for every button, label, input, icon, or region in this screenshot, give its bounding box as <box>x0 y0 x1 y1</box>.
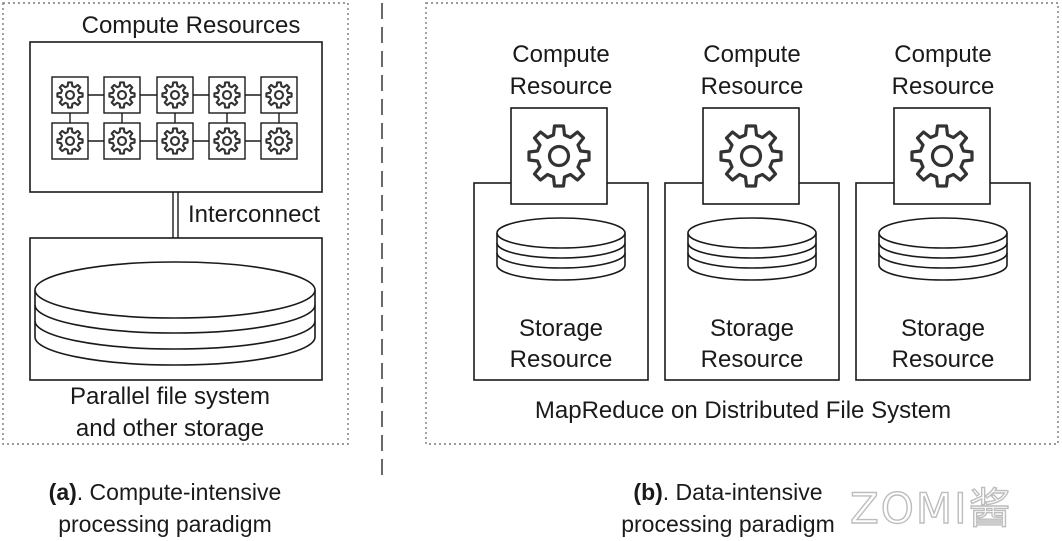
compute-node <box>260 122 298 160</box>
compute-resource-label: Compute <box>894 41 991 68</box>
compute-resource-label: Resource <box>701 73 804 100</box>
system-label: MapReduce on Distributed File System <box>535 397 951 424</box>
panel-a: Compute Resources Interconne <box>2 2 349 445</box>
compute-resource-label: Resource <box>892 73 995 100</box>
compute-node <box>103 122 141 160</box>
interconnect-label: Interconnect <box>188 201 320 228</box>
storage-resource-label: Resource <box>510 346 613 373</box>
storage-label-line1: Parallel file system <box>70 383 270 410</box>
data-node: Compute Resource Storage Resource <box>855 41 1031 381</box>
panel-a-border <box>2 2 349 445</box>
caption-b-tag: (b) <box>633 479 662 505</box>
compute-box <box>510 107 608 205</box>
database-cylinder-icon <box>878 217 1008 281</box>
panel-b: Compute Resource Storage Resource Comput… <box>425 2 1059 445</box>
caption-b-line1: (b). Data-intensive <box>633 479 822 505</box>
node-box <box>664 182 840 381</box>
caption-a-tag: (a) <box>49 479 77 505</box>
caption-b-text: . Data-intensive <box>663 479 823 505</box>
storage-label-line2: and other storage <box>76 415 264 442</box>
compute-resource-label: Compute <box>512 41 609 68</box>
cluster-title: Compute Resources <box>82 12 301 39</box>
compute-resource-label: Resource <box>510 73 613 100</box>
compute-node <box>51 122 89 160</box>
database-cylinder-icon <box>687 217 817 281</box>
compute-resource-label: Compute <box>703 41 800 68</box>
caption-a-line2: processing paradigm <box>58 511 272 537</box>
storage-resource-label: Storage <box>710 315 794 342</box>
storage-resource-label: Resource <box>892 346 995 373</box>
compute-box <box>702 107 800 205</box>
compute-node <box>208 122 246 160</box>
storage-resource-label: Storage <box>901 315 985 342</box>
watermark-logo: ZOMI酱 <box>850 484 1012 533</box>
compute-node <box>51 76 89 114</box>
panel-b-border <box>425 2 1059 445</box>
database-cylinder-icon <box>34 261 316 366</box>
compute-node <box>208 76 246 114</box>
storage-resource-label: Storage <box>519 315 603 342</box>
storage-resource-label: Resource <box>701 346 804 373</box>
node-box <box>473 182 649 381</box>
data-node: Compute Resource Storage Resource <box>664 41 840 381</box>
database-cylinder-icon <box>496 217 626 281</box>
compute-node <box>156 76 194 114</box>
caption-a-text: . Compute-intensive <box>77 479 282 505</box>
data-node: Compute Resource Storage Resource <box>473 41 649 381</box>
compute-node <box>103 76 141 114</box>
compute-cluster-box <box>29 41 323 193</box>
caption-a-line1: (a). Compute-intensive <box>49 479 282 505</box>
compute-node <box>156 122 194 160</box>
caption-b-line2: processing paradigm <box>621 511 835 537</box>
compute-box <box>893 107 991 205</box>
interconnect-link <box>172 192 179 238</box>
compute-node <box>260 76 298 114</box>
